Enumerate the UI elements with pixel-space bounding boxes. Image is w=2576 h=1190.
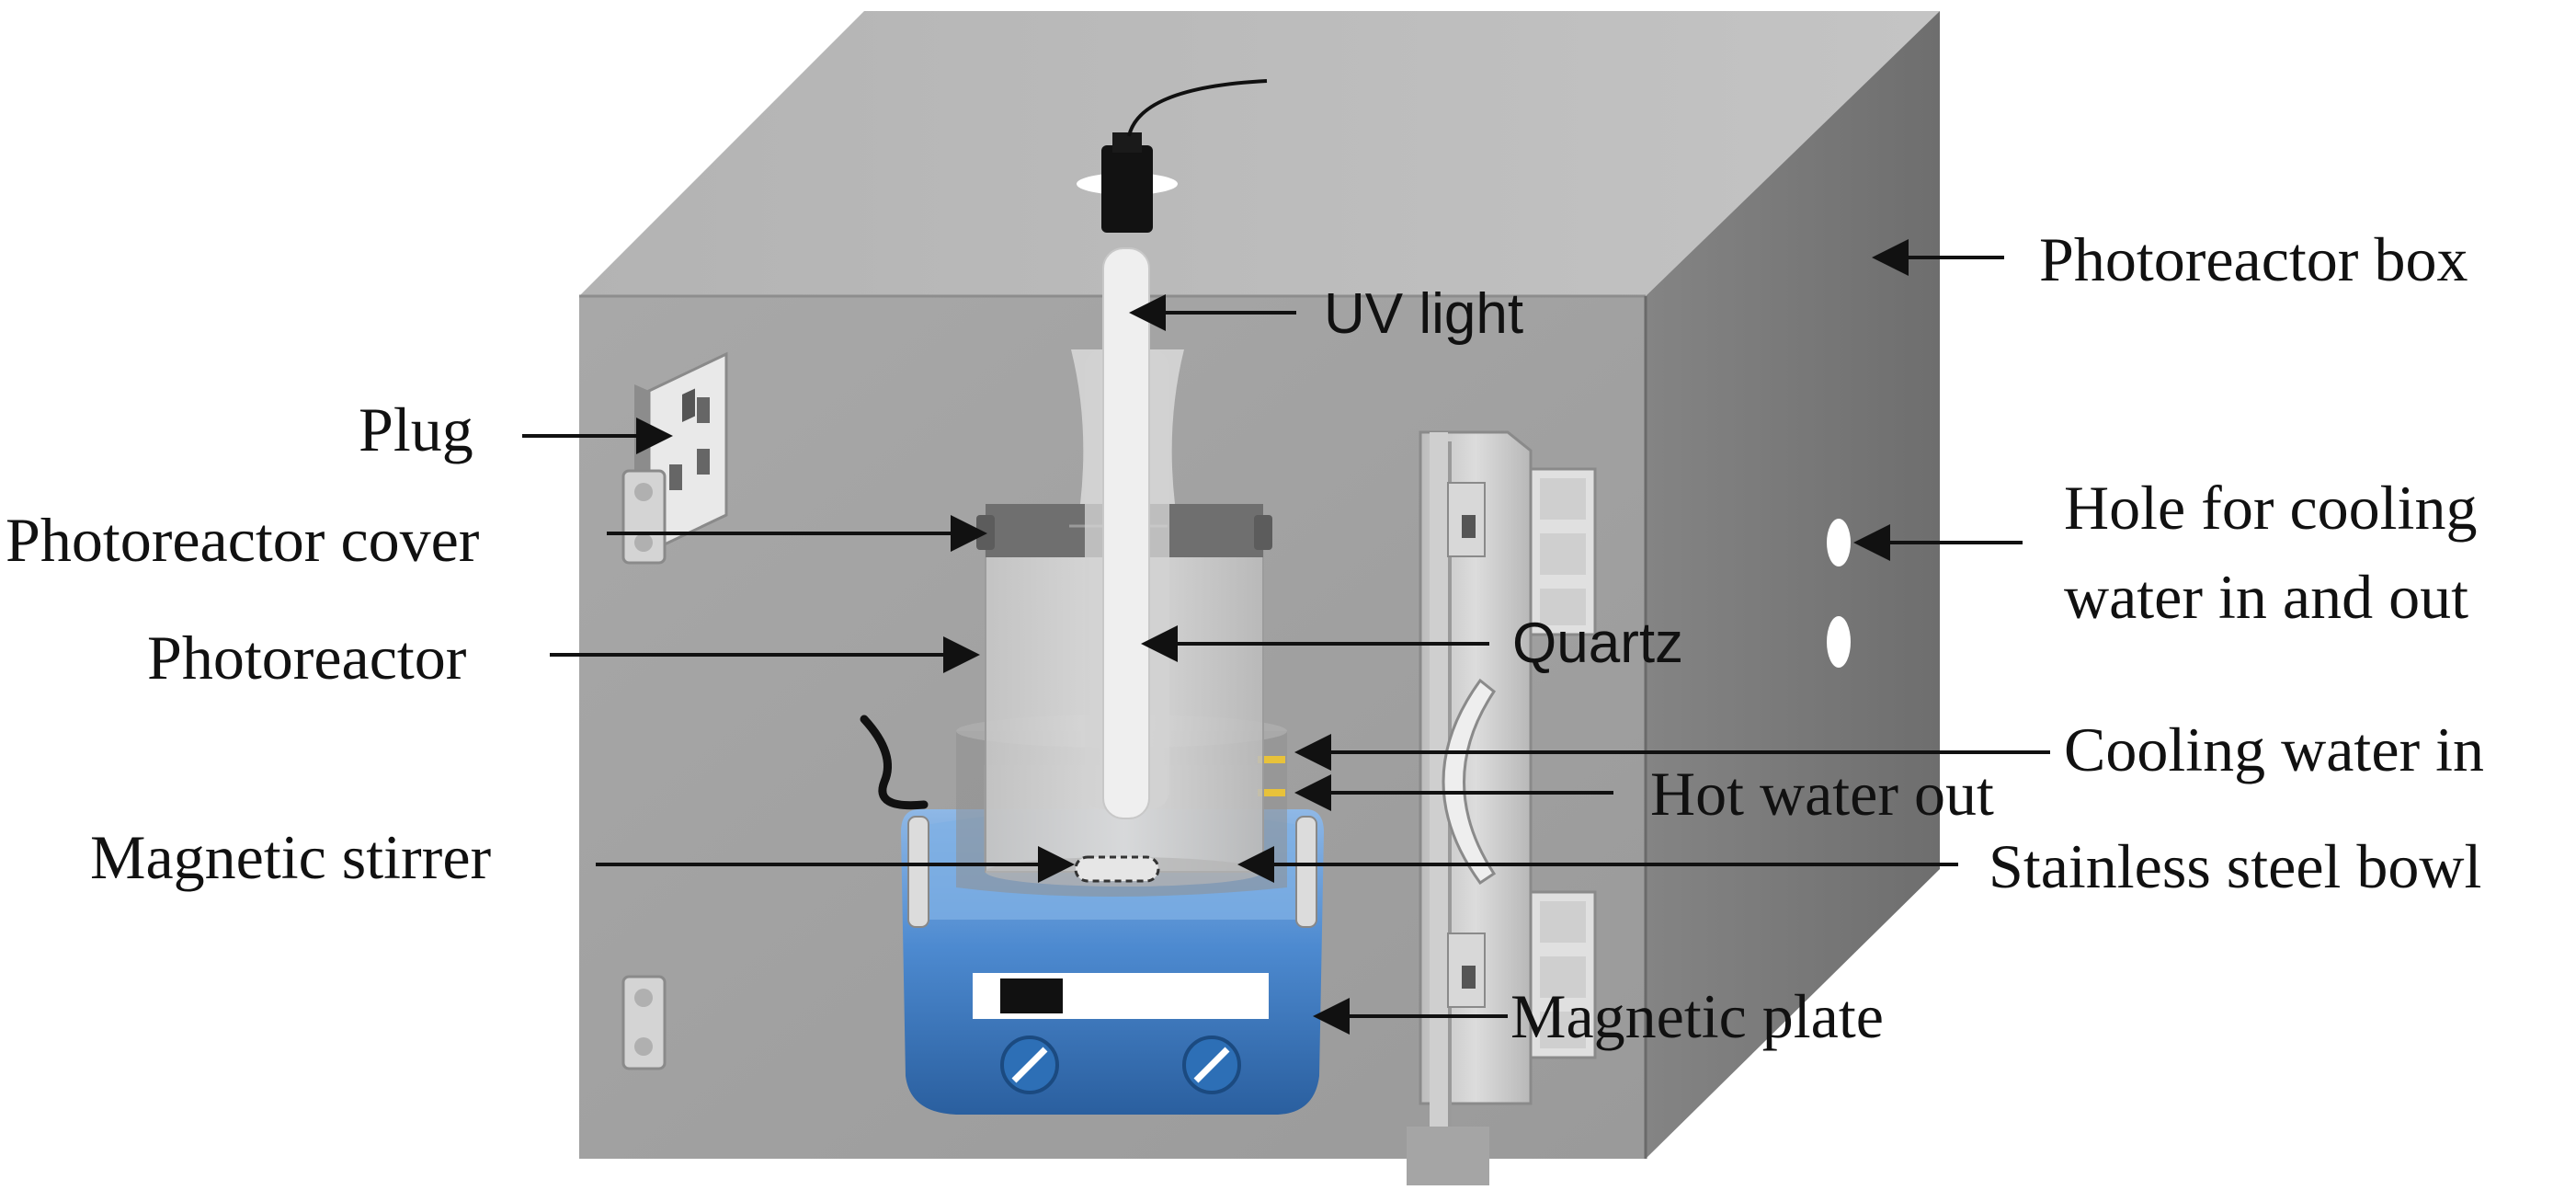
label-photoreactor-cover: Photoreactor cover	[6, 505, 480, 575]
label-photoreactor: Photoreactor	[147, 623, 467, 692]
box-side-face	[1646, 11, 1940, 1159]
plate-display-screen	[1000, 978, 1063, 1013]
label-cooling-water-in: Cooling water in	[2064, 715, 2484, 784]
plate-knob-right	[1182, 1036, 1241, 1094]
label-hole-line1: Hole for cooling	[2064, 473, 2477, 543]
cooling-water-in-connector	[1258, 756, 1285, 763]
label-uv-light: UV light	[1324, 282, 1523, 346]
plate-knob-left	[1000, 1036, 1059, 1094]
leader-arrows	[522, 239, 2050, 1035]
box-top-face	[579, 11, 1940, 296]
power-cable	[860, 715, 929, 810]
cooling-hole-lower	[1827, 616, 1851, 668]
hot-water-out-connector	[1258, 789, 1285, 796]
label-stainless-steel-bowl: Stainless steel bowl	[1989, 831, 2481, 901]
magnetic-stirrer-bar	[1074, 855, 1160, 883]
label-hole-line2: water in and out	[2064, 562, 2468, 632]
wall-switch-lower	[621, 975, 667, 1070]
label-magnetic-plate: Magnetic plate	[1510, 981, 1884, 1051]
cooling-hole-upper	[1827, 519, 1851, 566]
label-photoreactor-box: Photoreactor box	[2039, 224, 2468, 294]
label-quartz: Quartz	[1512, 612, 1683, 675]
label-hot-water-out: Hot water out	[1650, 759, 1994, 829]
uv-lamp	[1077, 79, 1268, 819]
door-panel	[1407, 430, 1597, 1190]
label-plug: Plug	[359, 395, 473, 464]
label-magnetic-stirrer: Magnetic stirrer	[90, 822, 492, 892]
